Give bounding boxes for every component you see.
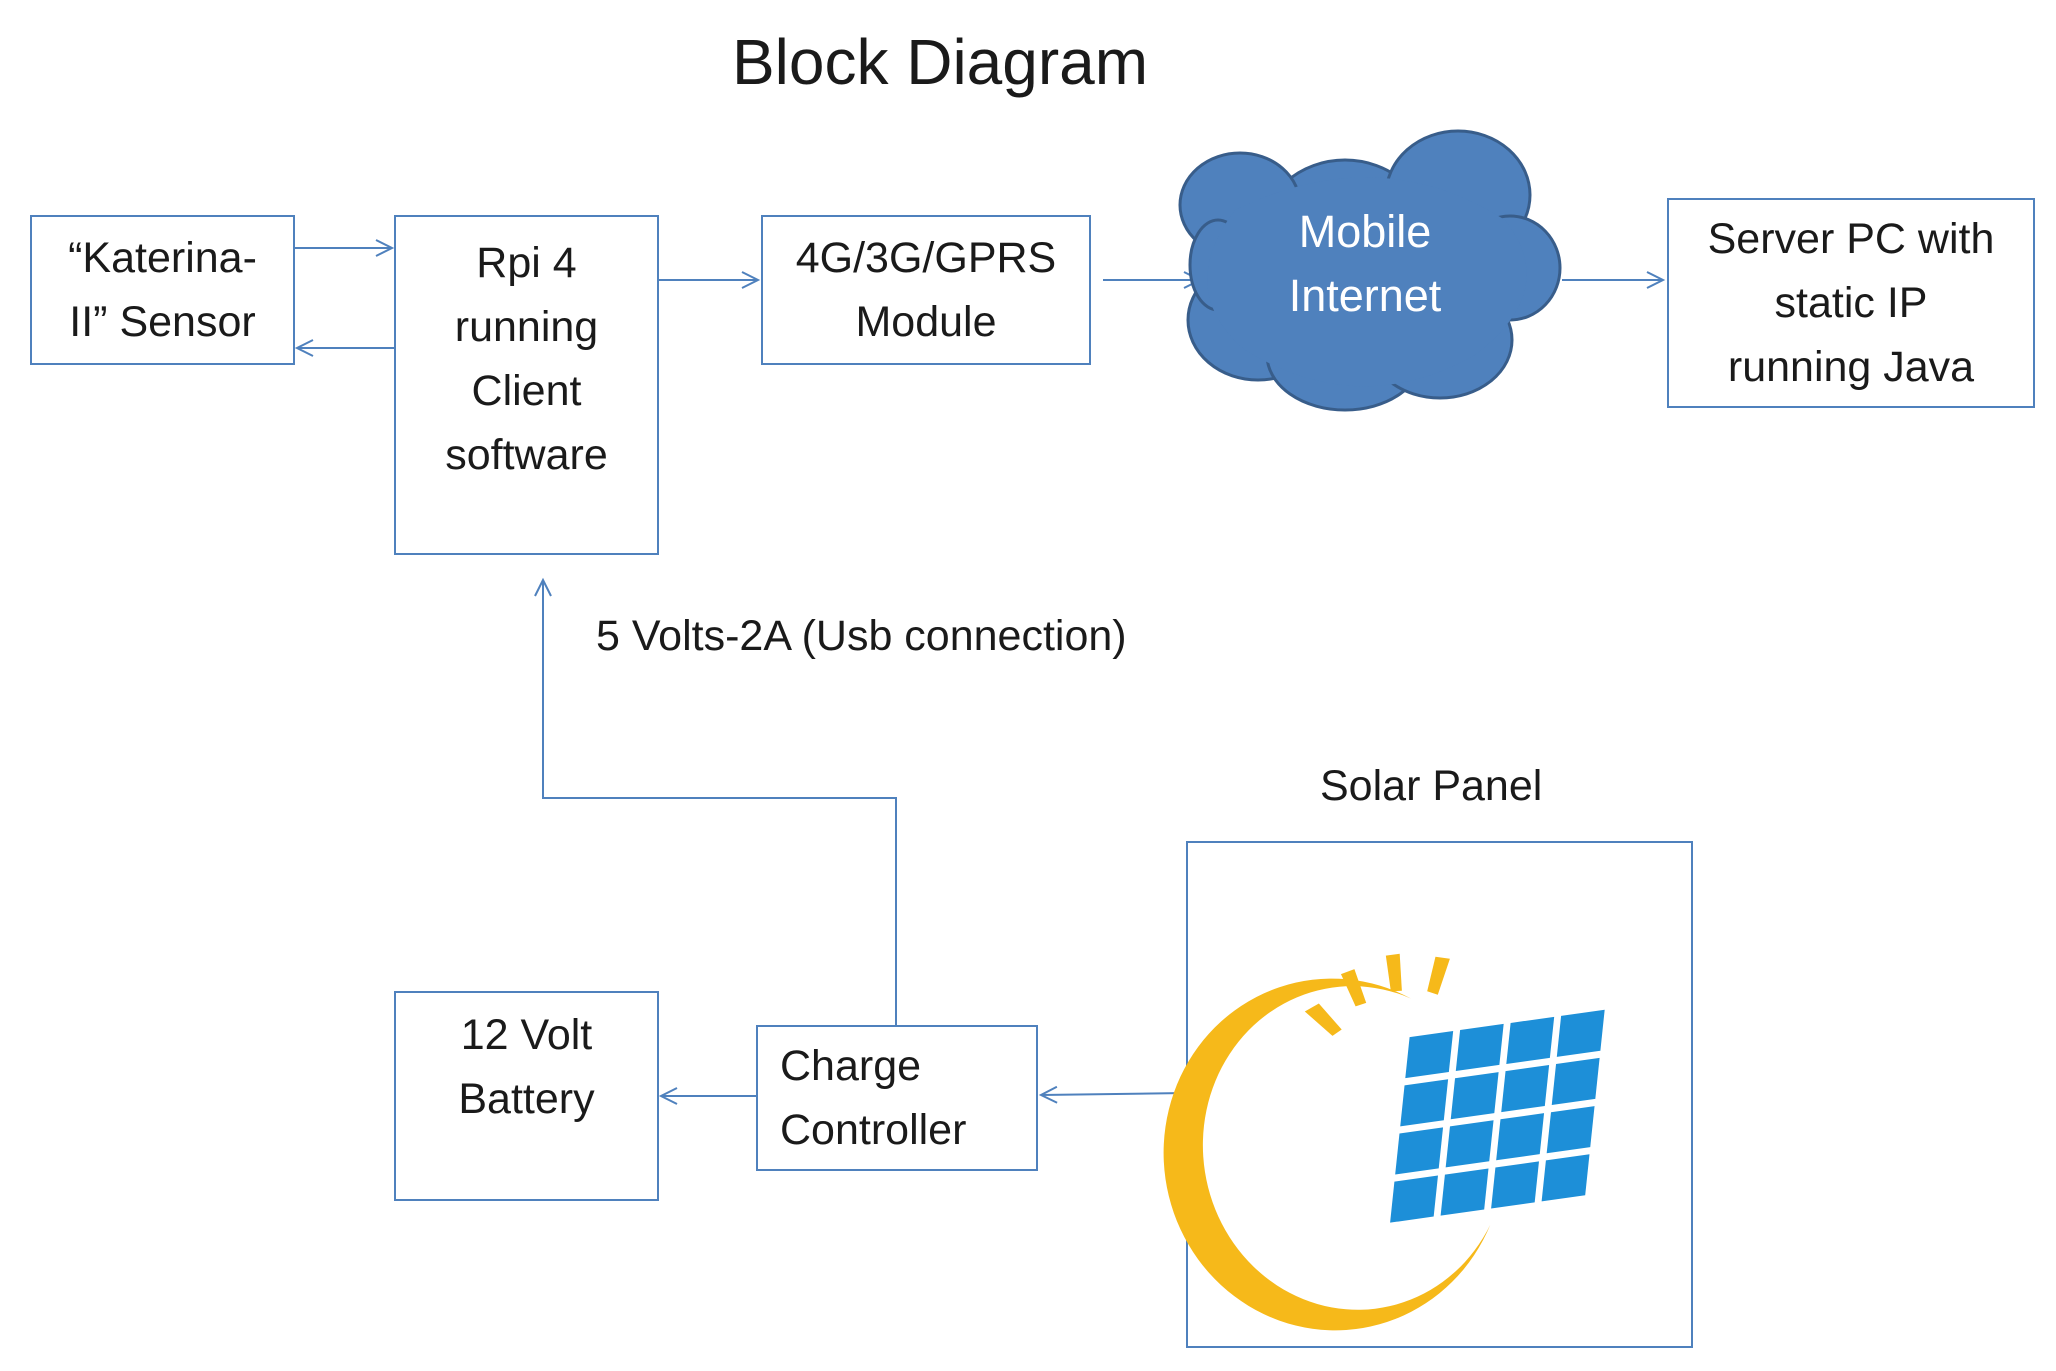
solar-cells (1390, 1009, 1605, 1223)
modem-block: 4G/3G/GPRS Module (761, 215, 1091, 365)
solar-panel-label: Solar Panel (1320, 762, 1543, 810)
cloud-label: Mobile Internet (1288, 206, 1442, 321)
rpi-block: Rpi 4 running Client software (394, 215, 659, 555)
solar-panel-icon (1163, 953, 1605, 1331)
controller-to-rpi-power-arrow (534, 577, 897, 1025)
battery-block: 12 Volt Battery (394, 991, 659, 1201)
diagram-title: Block Diagram (731, 26, 1149, 98)
sun-icon (1163, 953, 1491, 1331)
solar-to-controller-arrow (1038, 1085, 1187, 1104)
connector-arrows (294, 239, 1666, 1105)
power-link-label: 5 Volts-2A (Usb connection) (596, 612, 1127, 660)
server-block: Server PC with static IP running Java (1667, 198, 2035, 408)
charge-controller-block: Charge Controller (756, 1025, 1038, 1171)
cloud-shape (1178, 129, 1562, 412)
sensor-block: “Katerina- II” Sensor (30, 215, 295, 365)
